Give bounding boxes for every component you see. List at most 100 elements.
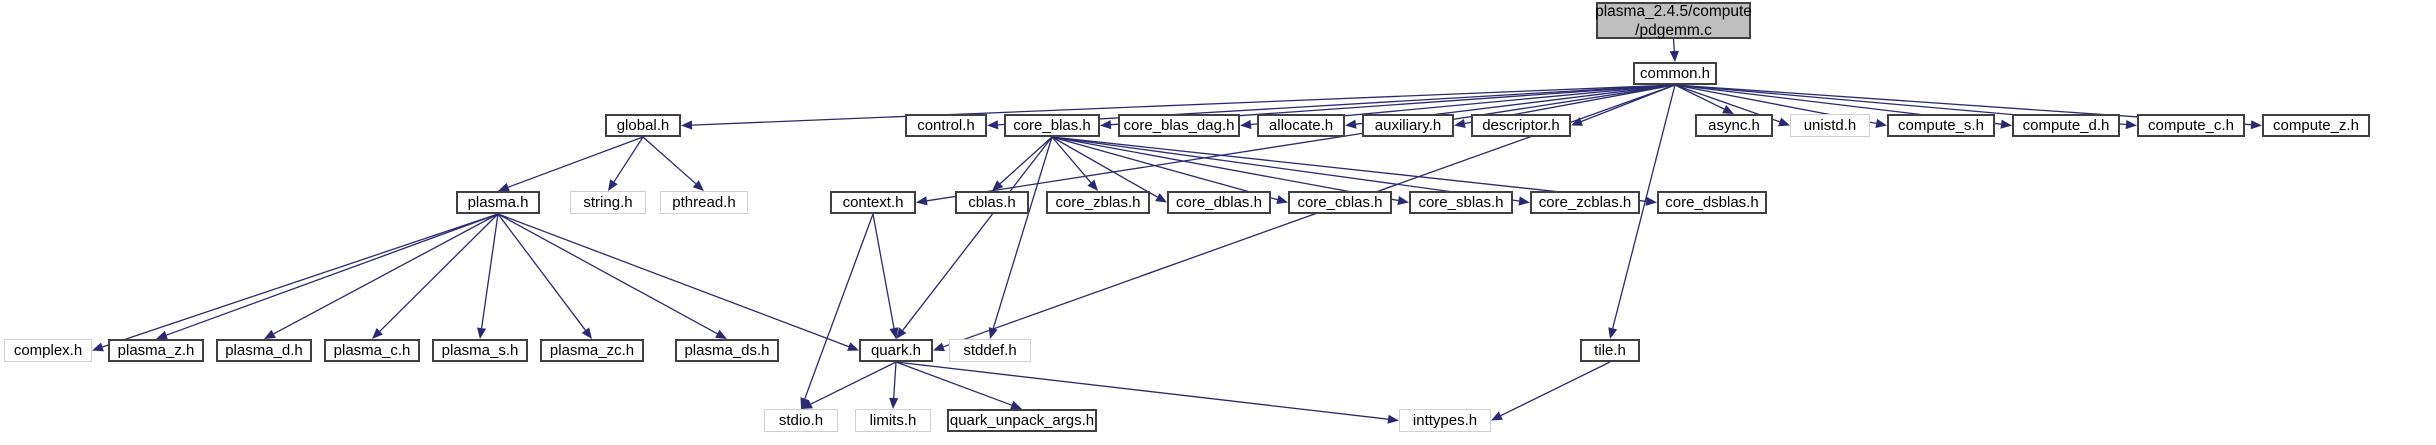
graph-node-plasma[interactable]: plasma.h (456, 191, 540, 214)
graph-edge-common-to-control (997, 84, 1676, 126)
graph-node-allocate[interactable]: allocate.h (1257, 114, 1345, 137)
graph-node-root: plasma_2.4.5/compute /pdgemm.c (1595, 2, 1752, 39)
graph-edge-arrowhead-core_blas-to-core_zblas (1087, 179, 1098, 191)
graph-edge-arrowhead-context-to-stdio (800, 397, 810, 409)
graph-node-compute_d[interactable]: compute_d.h (2012, 114, 2120, 137)
graph-node-control[interactable]: control.h (905, 114, 987, 137)
graph-edge-global-to-string (613, 136, 644, 183)
graph-node-quark[interactable]: quark.h (859, 339, 933, 362)
graph-edge-core_blas-to-cblas (999, 136, 1053, 185)
graph-node-plasma_d[interactable]: plasma_d.h (216, 339, 312, 362)
graph-node-core_blas[interactable]: core_blas.h (1004, 114, 1100, 137)
graph-edge-core_blas-to-core_dblas (1051, 136, 1158, 198)
graph-node-core_blas_dag[interactable]: core_blas_dag.h (1118, 114, 1240, 137)
graph-edge-arrowhead-quark-to-inttypes (1387, 414, 1399, 424)
graph-edge-arrowhead-common-to-core_blas_dag (1240, 119, 1252, 130)
graph-edge-core_blas-to-core_dsblas (1051, 136, 1647, 202)
graph-edge-common-to-async (1674, 84, 1725, 110)
graph-node-plasma_s[interactable]: plasma_s.h (432, 339, 528, 362)
graph-edge-arrowhead-common-to-quark (933, 342, 945, 352)
graph-node-auxiliary[interactable]: auxiliary.h (1362, 114, 1454, 137)
graph-edge-core_blas-to-stddef (992, 136, 1053, 329)
graph-node-core_zblas[interactable]: core_zblas.h (1046, 191, 1150, 214)
graph-edge-arrowhead-quark-to-limits (889, 397, 899, 409)
graph-edge-arrowhead-core_blas-to-core_zcblas (1518, 196, 1530, 206)
graph-edge-arrowhead-core_blas-to-cblas (992, 180, 1004, 191)
graph-node-async[interactable]: async.h (1695, 114, 1773, 137)
graph-edge-context-to-quark (872, 213, 895, 329)
graph-edge-plasma-to-quark (497, 213, 849, 348)
graph-edge-global-to-plasma (508, 136, 644, 188)
graph-edge-core_blas-to-core_cblas (1051, 136, 1278, 201)
graph-node-core_dblas[interactable]: core_dblas.h (1167, 191, 1271, 214)
graph-edge-arrowhead-root-to-common (1669, 50, 1679, 62)
graph-node-plasma_ds[interactable]: plasma_ds.h (675, 339, 779, 362)
graph-node-plasma_z[interactable]: plasma_z.h (108, 339, 204, 362)
graph-edge-arrowhead-quark-to-stdio (801, 400, 813, 409)
graph-node-common[interactable]: common.h (1633, 62, 1717, 85)
graph-edge-arrowhead-global-to-pthread (692, 180, 704, 191)
graph-edge-arrowhead-core_blas-to-core_cblas (1276, 195, 1288, 204)
graph-node-core_dsblas[interactable]: core_dsblas.h (1657, 191, 1767, 214)
graph-edge-arrowhead-common-to-compute_s (1875, 118, 1887, 128)
graph-edge-global-to-pthread (642, 136, 697, 185)
graph-node-unistd[interactable]: unistd.h (1790, 114, 1870, 137)
graph-node-core_zcblas[interactable]: core_zcblas.h (1530, 191, 1640, 214)
graph-edge-common-to-global (691, 84, 1676, 126)
graph-edge-arrowhead-common-to-unistd (1778, 117, 1790, 127)
graph-edge-context-to-stdio (804, 213, 874, 399)
graph-edge-plasma-to-plasma_z (166, 213, 499, 336)
graph-edge-arrowhead-common-to-core_blas (1100, 120, 1112, 130)
graph-node-core_sblas[interactable]: core_sblas.h (1409, 191, 1513, 214)
graph-edge-plasma-to-plasma_s (480, 213, 499, 329)
graph-edge-plasma-to-plasma_zc (497, 213, 586, 331)
graph-node-inttypes[interactable]: inttypes.h (1399, 409, 1491, 432)
graph-node-context[interactable]: context.h (830, 191, 916, 214)
graph-node-cblas[interactable]: cblas.h (955, 191, 1029, 214)
graph-node-stdio[interactable]: stdio.h (764, 409, 838, 432)
graph-node-pthread[interactable]: pthread.h (660, 191, 748, 214)
graph-edge-arrowhead-common-to-async (1722, 105, 1734, 114)
graph-edge-core_blas-to-core_sblas (1051, 136, 1399, 202)
graph-node-core_cblas[interactable]: core_cblas.h (1288, 191, 1392, 214)
graph-edge-plasma-to-plasma_ds (497, 213, 718, 335)
graph-edge-plasma-to-plasma_d (273, 213, 499, 335)
graph-edge-arrowhead-plasma-to-plasma_c (372, 328, 383, 339)
graph-edge-arrowhead-quark-to-quark_unpack (1010, 400, 1022, 410)
graph-node-complex[interactable]: complex.h (4, 339, 92, 362)
graph-edge-arrowhead-common-to-tile (1608, 327, 1618, 339)
graph-node-tile[interactable]: tile.h (1580, 339, 1640, 362)
graph-edge-quark-to-inttypes (895, 361, 1389, 420)
graph-edge-arrowhead-core_blas-to-quark (896, 327, 907, 339)
graph-edge-common-to-context (926, 84, 1676, 202)
graph-edge-arrowhead-common-to-global (681, 120, 693, 130)
graph-edge-arrowhead-common-to-auxiliary (1454, 119, 1466, 128)
graph-edge-arrowhead-core_blas-to-core_dsblas (1645, 196, 1657, 206)
graph-edge-common-to-tile (1612, 84, 1676, 329)
graph-edge-quark-to-stdio (810, 361, 897, 405)
graph-edge-arrowhead-common-to-compute_c (2125, 120, 2137, 130)
graph-node-global[interactable]: global.h (605, 114, 681, 137)
graph-edge-arrowhead-plasma-to-plasma_zc (581, 327, 592, 339)
graph-node-string[interactable]: string.h (570, 191, 646, 214)
graph-node-plasma_c[interactable]: plasma_c.h (324, 339, 420, 362)
graph-edge-arrowhead-common-to-control (987, 120, 999, 130)
graph-node-stddef[interactable]: stddef.h (949, 339, 1031, 362)
graph-edge-arrowhead-context-to-quark (889, 327, 899, 339)
graph-node-plasma_zc[interactable]: plasma_zc.h (540, 339, 644, 362)
graph-edge-arrowhead-plasma-to-plasma_ds (715, 329, 727, 339)
graph-edge-quark-to-limits (893, 361, 897, 399)
graph-node-compute_s[interactable]: compute_s.h (1887, 114, 1995, 137)
graph-node-descriptor[interactable]: descriptor.h (1471, 114, 1571, 137)
graph-edge-arrowhead-plasma-to-quark (847, 342, 859, 351)
graph-edge-arrowhead-core_blas-to-core_dblas (1155, 193, 1167, 203)
graph-node-limits[interactable]: limits.h (855, 409, 931, 432)
graph-edge-arrowhead-global-to-string (608, 179, 618, 191)
graph-edge-core_blas-to-core_zblas (1051, 136, 1092, 184)
graph-edge-arrowhead-tile-to-inttypes (1491, 411, 1503, 421)
graph-edge-arrowhead-common-to-context (916, 196, 928, 206)
graph-node-compute_c[interactable]: compute_c.h (2137, 114, 2245, 137)
graph-node-compute_z[interactable]: compute_z.h (2262, 114, 2370, 137)
graph-node-quark_unpack[interactable]: quark_unpack_args.h (947, 409, 1097, 432)
